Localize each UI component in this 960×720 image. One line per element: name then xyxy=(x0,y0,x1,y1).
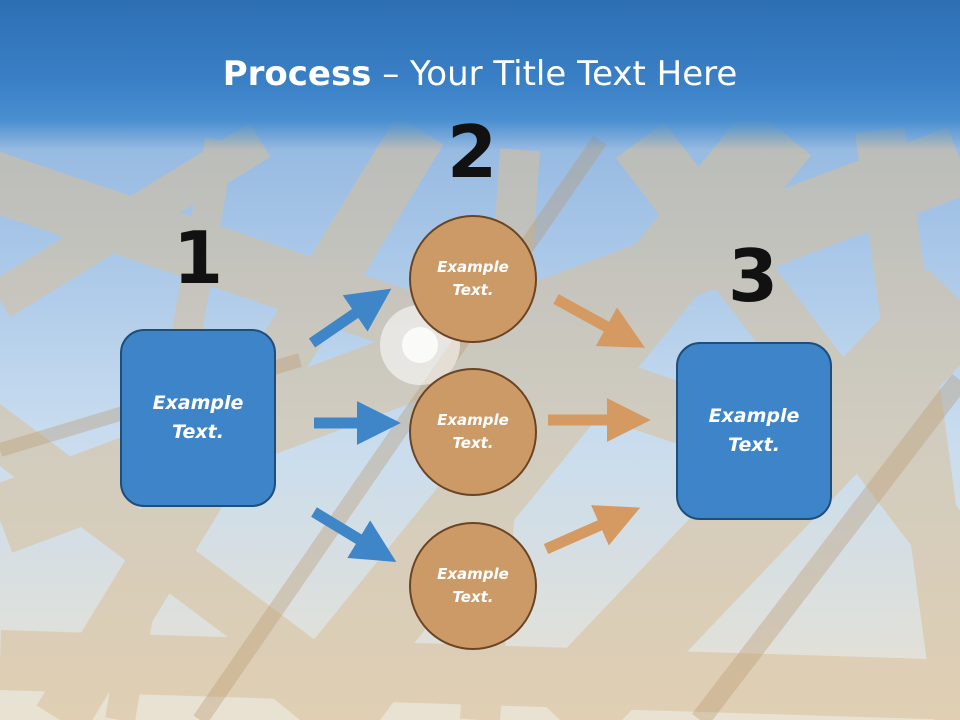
circle-text: Example Text. xyxy=(437,411,509,452)
step-3-box[interactable]: Example Text. xyxy=(676,342,832,520)
step-1-box-text: Example Text. xyxy=(152,392,244,443)
step-2-circle-bottom[interactable]: Example Text. xyxy=(409,522,537,650)
step-3-box-text: Example Text. xyxy=(708,405,800,456)
step-number-3: 3 xyxy=(727,234,779,318)
step-number-2: 2 xyxy=(446,110,498,194)
circle-text: Example Text. xyxy=(437,258,509,299)
title-rest: – Your Title Text Here xyxy=(371,54,738,94)
step-number-1: 1 xyxy=(172,216,224,300)
step-2-circle-middle[interactable]: Example Text. xyxy=(409,368,537,496)
title-bar xyxy=(0,0,960,150)
slide-title: Process – Your Title Text Here xyxy=(0,52,960,96)
title-bold: Process xyxy=(222,54,372,94)
step-1-box[interactable]: Example Text. xyxy=(120,329,276,507)
step-2-circle-top[interactable]: Example Text. xyxy=(409,215,537,343)
circle-text: Example Text. xyxy=(437,565,509,606)
